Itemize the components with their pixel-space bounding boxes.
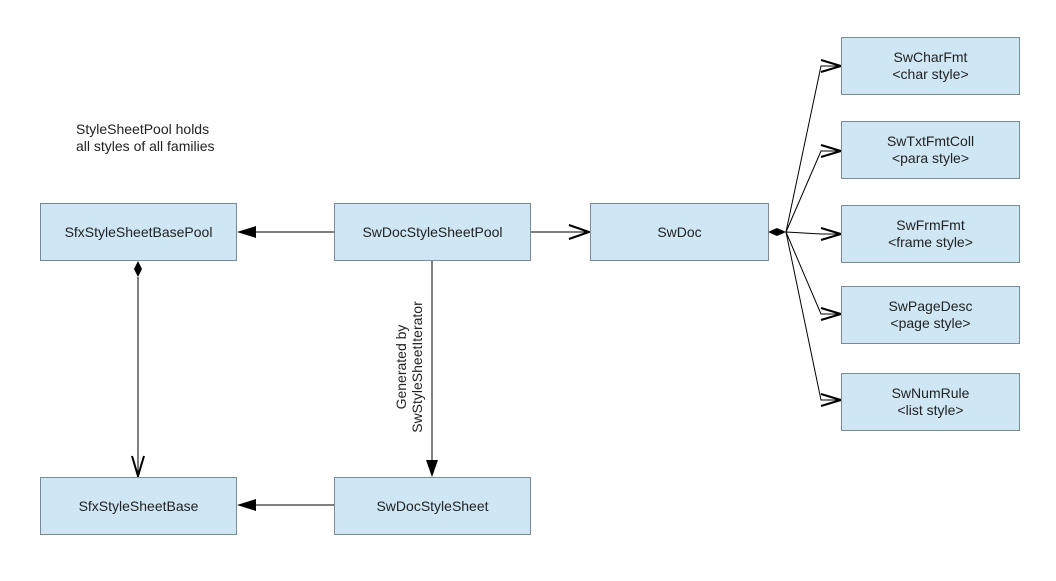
node-sw-num-rule[interactable]: SwNumRule <list style> [841, 373, 1020, 431]
node-sw-doc[interactable]: SwDoc [590, 203, 769, 261]
node-title: SwCharFmt [893, 49, 968, 65]
arrowhead-swsheet-to-sfxbase [237, 499, 256, 511]
node-subtitle: <page style> [890, 315, 971, 331]
pool-note: StyleSheetPool holds all styles of all f… [76, 121, 215, 155]
node-title: SwDocStyleSheet [376, 497, 489, 514]
edge-swdoc-to-numrule [785, 231, 841, 401]
node-title: SfxStyleSheetBasePool [64, 223, 213, 240]
diamond-swdoc [768, 228, 786, 236]
node-sw-doc-style-sheet-pool[interactable]: SwDocStyleSheetPool [334, 203, 531, 261]
edge-label-line2: SwStyleSheetIterator [409, 301, 425, 433]
arrowhead-sfxpool-to-sfxbase [131, 455, 145, 480]
arrowhead-swpool-to-swsheet [426, 460, 438, 477]
edge-swdoc-to-txtfmtcoll [785, 150, 841, 233]
node-title: SwNumRule [891, 385, 970, 401]
edge-swdoc-to-charfmt [785, 65, 841, 233]
node-title: SwDocStyleSheetPool [362, 223, 503, 240]
arrowhead-swpool-to-swdoc [568, 224, 593, 240]
pool-note-line1: StyleSheetPool holds [76, 121, 210, 137]
arrowhead-swpool-to-sfxpool [237, 226, 256, 238]
edge-label-generated-by: Generated by SwStyleSheetIterator [393, 287, 427, 447]
pool-note-line2: all styles of all families [76, 138, 215, 154]
edge-swdoc-to-frmfmt [785, 231, 841, 235]
node-subtitle: <para style> [891, 150, 970, 166]
diamond-sfxpool [134, 261, 142, 277]
node-title: SwTxtFmtColl [886, 133, 975, 149]
node-sw-doc-style-sheet[interactable]: SwDocStyleSheet [334, 477, 531, 535]
node-subtitle: <char style> [892, 66, 969, 82]
node-subtitle: <frame style> [888, 234, 973, 250]
edge-label-line1: Generated by [393, 324, 409, 410]
node-sfx-style-sheet-base[interactable]: SfxStyleSheetBase [40, 477, 237, 535]
node-sw-char-fmt[interactable]: SwCharFmt <char style> [841, 37, 1020, 95]
node-sw-frm-fmt[interactable]: SwFrmFmt <frame style> [841, 205, 1020, 263]
node-title: SwPageDesc [888, 298, 973, 314]
node-sw-page-desc[interactable]: SwPageDesc <page style> [841, 286, 1020, 344]
edge-swdoc-to-pagedesc [785, 231, 841, 315]
node-title: SfxStyleSheetBase [78, 497, 199, 514]
node-subtitle: <list style> [897, 402, 964, 418]
node-title: SwDoc [657, 223, 702, 240]
node-sfx-style-sheet-base-pool[interactable]: SfxStyleSheetBasePool [40, 203, 237, 261]
node-sw-txt-fmt-coll[interactable]: SwTxtFmtColl <para style> [841, 121, 1020, 179]
node-title: SwFrmFmt [896, 217, 965, 233]
